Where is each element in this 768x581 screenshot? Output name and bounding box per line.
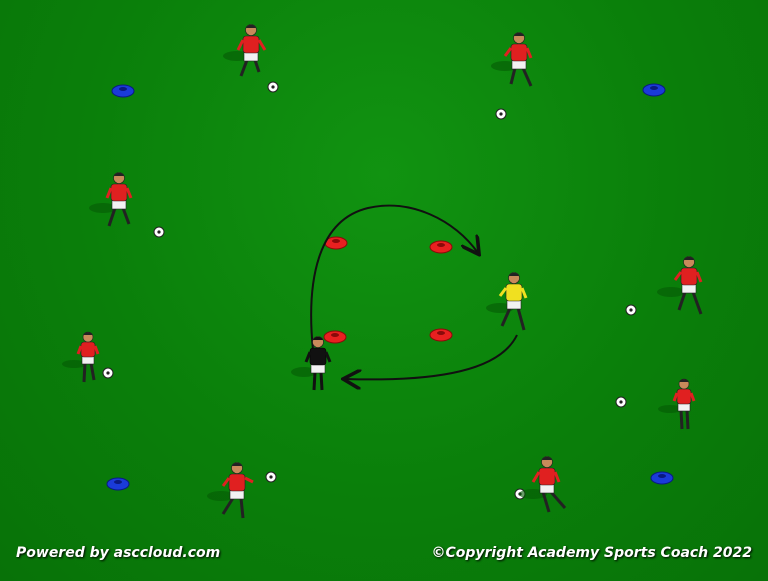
player-red-bottom-right xyxy=(519,456,567,513)
player-red-top-right xyxy=(491,32,533,87)
player-red-bottom-left xyxy=(207,462,254,519)
copyright-notice: ©Copyright Academy Sports Coach 2022 xyxy=(431,545,752,561)
player-red-right-lower xyxy=(658,378,696,430)
ball xyxy=(153,226,165,238)
ball xyxy=(625,304,637,316)
arrow-curve-bottom xyxy=(345,334,518,379)
red-cone-top-right xyxy=(429,240,453,254)
powered-by-credit: Powered by asccloud.com xyxy=(16,545,221,561)
blue-cone-bottom-right xyxy=(650,471,674,485)
red-cone-bottom-left xyxy=(323,330,347,344)
player-red-top-left xyxy=(223,24,267,77)
ball xyxy=(265,471,277,483)
player-black-defender xyxy=(291,336,332,391)
blue-cone-top-left xyxy=(111,84,135,98)
player-yellow-attacker xyxy=(486,272,528,331)
ball xyxy=(102,367,114,379)
ball xyxy=(267,81,279,93)
blue-cone-top-right xyxy=(642,83,666,97)
ball xyxy=(495,108,507,120)
arrow-curve-top xyxy=(310,204,478,351)
player-red-left-upper xyxy=(89,172,133,227)
ball xyxy=(615,396,627,408)
player-red-left-lower xyxy=(62,331,100,383)
player-red-right-upper xyxy=(657,256,703,315)
blue-cone-bottom-left xyxy=(106,477,130,491)
red-cone-bottom-right xyxy=(429,328,453,342)
